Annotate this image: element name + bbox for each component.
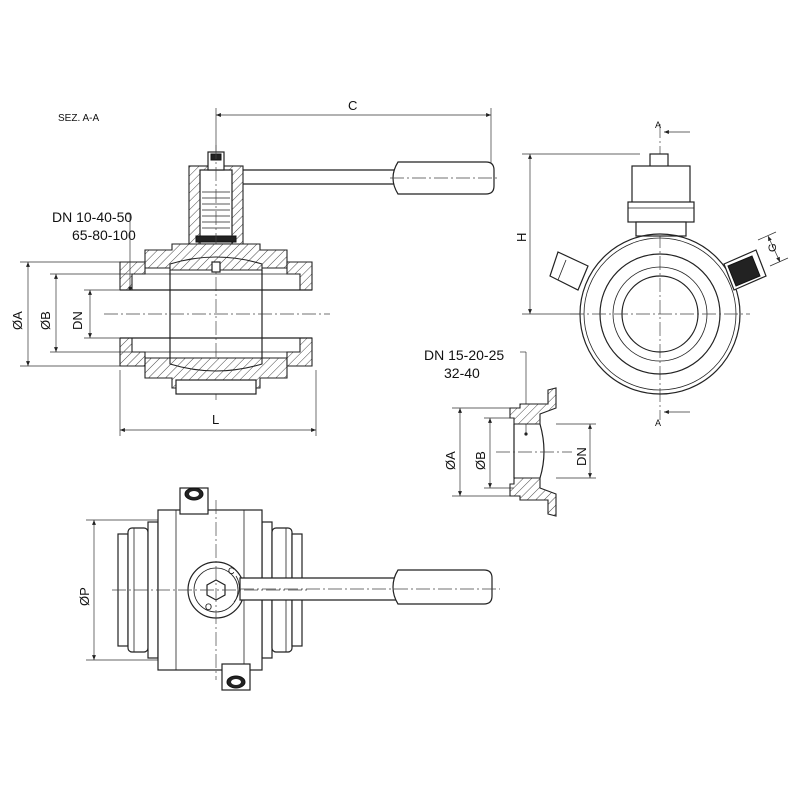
dn-group-detail-line2: 32-40 xyxy=(444,365,480,381)
section-arrow-top: A xyxy=(655,120,661,130)
dia-b-label: ØB xyxy=(38,311,53,330)
dim-l-label: L xyxy=(212,412,219,427)
section-arrow-bottom: A xyxy=(655,418,661,428)
dimension-c: C xyxy=(215,98,492,170)
dn-group-main: DN 10-40-50 65-80-100 xyxy=(52,209,136,290)
dn-group-main-line1: DN 10-40-50 xyxy=(52,209,132,225)
dimensions-left: ØA ØB DN xyxy=(10,261,132,367)
detail-dia-b-label: ØB xyxy=(473,451,488,470)
detail-dn-label: DN xyxy=(574,447,589,466)
handle-close-mark: C xyxy=(228,566,235,576)
section-view: SEZ. A-A C xyxy=(10,98,500,436)
section-label: SEZ. A-A xyxy=(58,113,99,124)
dim-c-label: C xyxy=(348,98,357,113)
dn-group-detail-line1: DN 15-20-25 xyxy=(424,347,504,363)
dn-group-main-line2: 65-80-100 xyxy=(72,227,136,243)
top-view: ØP C O xyxy=(77,487,500,691)
valve-body xyxy=(104,243,330,395)
dim-g-label: G xyxy=(767,243,779,252)
dim-h-label: H xyxy=(514,233,529,242)
dia-a-label: ØA xyxy=(10,311,25,330)
dimension-l: L xyxy=(119,370,317,436)
detail-view: DN 15-20-25 32-40 ØA ØB DN xyxy=(424,347,596,517)
handle-open-mark: O xyxy=(205,602,212,612)
side-view: H A A G xyxy=(514,120,789,428)
dn-label: DN xyxy=(70,311,85,330)
lever-handle xyxy=(238,161,500,195)
dia-p-label: ØP xyxy=(77,587,92,606)
detail-dia-a-label: ØA xyxy=(443,451,458,470)
